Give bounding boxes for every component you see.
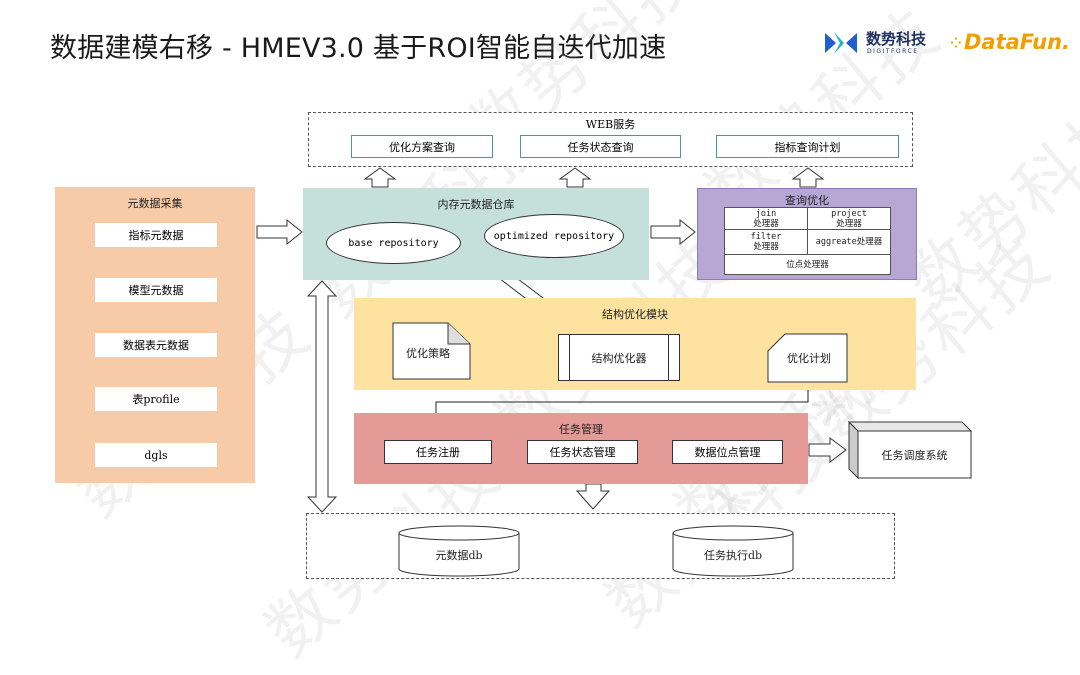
optimization-plan[interactable]: 优化计划 [787,352,831,365]
task-management-title: 任务管理 [559,423,603,436]
query-optimization-title: 查询优化 [785,194,829,207]
task-scheduler-system[interactable]: 任务调度系统 [881,448,948,462]
memory-warehouse-title: 内存元数据仓库 [437,198,515,211]
task-registration-button[interactable]: 任务注册 [384,440,492,464]
metadata-db[interactable]: 元数据db [435,549,483,562]
optimized-repository: optimized repository [484,214,624,258]
task-execution-db[interactable]: 任务执行db [703,549,763,562]
structure-optimizer-label: 结构优化器 [591,351,647,365]
task-status-management-button[interactable]: 任务状态管理 [527,440,638,464]
checkpoint-processor: 位点处理器 [724,254,891,275]
optimization-plan-query-button[interactable]: 优化方案查询 [351,135,493,158]
join-processor: join 处理器 [724,207,808,230]
project-processor: project 处理器 [807,207,891,230]
optimizer-right-bar [668,335,669,380]
filter-processor: filter 处理器 [724,229,808,255]
arrow-up-hollow [363,167,397,188]
task-scheduler-shape [848,421,973,479]
digitforce-cn-name: 数势科技 [866,30,927,48]
web-service-box: WEB服务 优化方案查询 任务状态查询 指标查询计划 [308,112,913,167]
filter-processor-line2: 处理器 [753,242,779,252]
arrow-up-hollow [791,167,825,188]
metadata-db-shape [398,525,520,577]
model-metadata-item[interactable]: 模型元数据 [95,278,217,302]
digitforce-en-name: DIGITFORCE [867,48,919,55]
arrow-up-hollow [558,167,592,188]
dgls-item[interactable]: dgls [95,443,217,467]
aggreate-processor-line1: aggreate处理器 [815,237,883,247]
arrow-double-vertical [306,280,338,513]
arrow-right-hollow [650,218,696,246]
metadata-collection-box: 元数据采集 指标元数据 模型元数据 数据表元数据 表profile dgls [55,187,255,483]
task-status-query-button[interactable]: 任务状态查询 [520,135,681,158]
digitforce-logo: 数势科技 DIGITFORCE [822,26,944,62]
datafun-name: DataFun. [964,30,1071,54]
base-repository: base repository [326,222,461,264]
arrow-right-hollow [256,218,303,246]
join-processor-line2: 处理器 [753,218,779,229]
arrow-right-hollow [808,437,847,463]
table-metadata-item[interactable]: 数据表元数据 [95,333,217,357]
memory-metadata-warehouse-box: 内存元数据仓库 base repository optimized reposi… [303,188,649,280]
digitforce-logo-icon [825,32,857,54]
join-processor-line1: join [755,208,777,219]
structure-optimization-title: 结构优化模块 [602,308,668,321]
filter-processor-line1: filter [750,232,782,242]
datafun-logo: ⁘ DataFun. [950,30,1070,60]
web-service-title: WEB服务 [585,118,636,131]
table-profile-item[interactable]: 表profile [95,387,217,411]
query-optimization-box: 查询优化 join 处理器 project 处理器 filter 处理器 agg… [697,188,917,280]
metadata-collection-title: 元数据采集 [127,197,183,210]
page-title: 数据建模右移 - HMEV3.0 基于ROI智能自迭代加速 [50,33,667,64]
data-checkpoint-management-button[interactable]: 数据位点管理 [672,440,783,464]
database-box [306,513,895,579]
arrow-down-hollow [575,483,611,510]
optimization-plan-shape [767,333,848,383]
task-execution-db-shape [672,525,794,577]
datafun-dots-icon: ⁘ [950,36,962,52]
project-processor-line2: 处理器 [836,218,862,229]
optimization-strategy[interactable]: 优化策略 [406,347,450,360]
task-management-box: 任务管理 任务注册 任务状态管理 数据位点管理 [354,413,808,484]
optimizer-left-bar [569,335,570,380]
metric-query-plan-button[interactable]: 指标查询计划 [716,135,899,158]
project-processor-line1: project [831,208,867,219]
optimization-strategy-shape [392,322,471,380]
aggreate-processor: aggreate处理器 [807,229,891,255]
metric-metadata-item[interactable]: 指标元数据 [95,223,217,247]
structure-optimizer[interactable]: 结构优化器 [558,334,680,381]
